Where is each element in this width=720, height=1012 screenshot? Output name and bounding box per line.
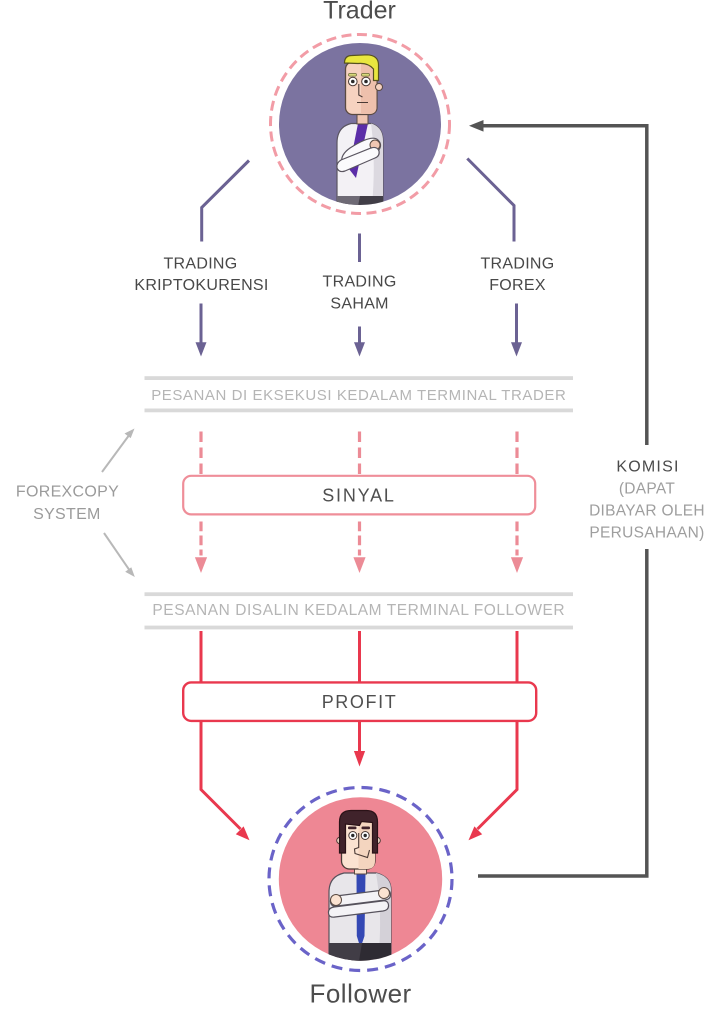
- svg-text:TRADING: TRADING: [480, 256, 554, 273]
- svg-text:PESANAN DISALIN KEDALAM TERMIN: PESANAN DISALIN KEDALAM TERMINAL FOLLOWE…: [152, 602, 565, 619]
- svg-text:SINYAL: SINYAL: [322, 486, 396, 506]
- svg-text:TRADING: TRADING: [323, 274, 397, 291]
- svg-text:DIBAYAR OLEH: DIBAYAR OLEH: [589, 503, 705, 520]
- svg-text:PROFIT: PROFIT: [322, 692, 398, 712]
- svg-text:(DAPAT: (DAPAT: [619, 481, 676, 498]
- svg-text:FOREX: FOREX: [489, 277, 546, 294]
- svg-text:PERUSAHAAN): PERUSAHAAN): [589, 525, 704, 542]
- svg-text:Trader: Trader: [323, 0, 396, 25]
- svg-text:PESANAN DI EKSEKUSI KEDALAM TE: PESANAN DI EKSEKUSI KEDALAM TERMINAL TRA…: [151, 387, 566, 404]
- svg-text:SYSTEM: SYSTEM: [33, 506, 101, 523]
- svg-text:SAHAM: SAHAM: [330, 295, 388, 312]
- svg-text:FOREXCOPY: FOREXCOPY: [16, 483, 119, 500]
- svg-text:Follower: Follower: [309, 979, 411, 1008]
- svg-text:TRADING: TRADING: [163, 256, 237, 273]
- svg-text:KOMISI: KOMISI: [616, 459, 679, 476]
- svg-text:KRIPTOKURENSI: KRIPTOKURENSI: [134, 277, 268, 294]
